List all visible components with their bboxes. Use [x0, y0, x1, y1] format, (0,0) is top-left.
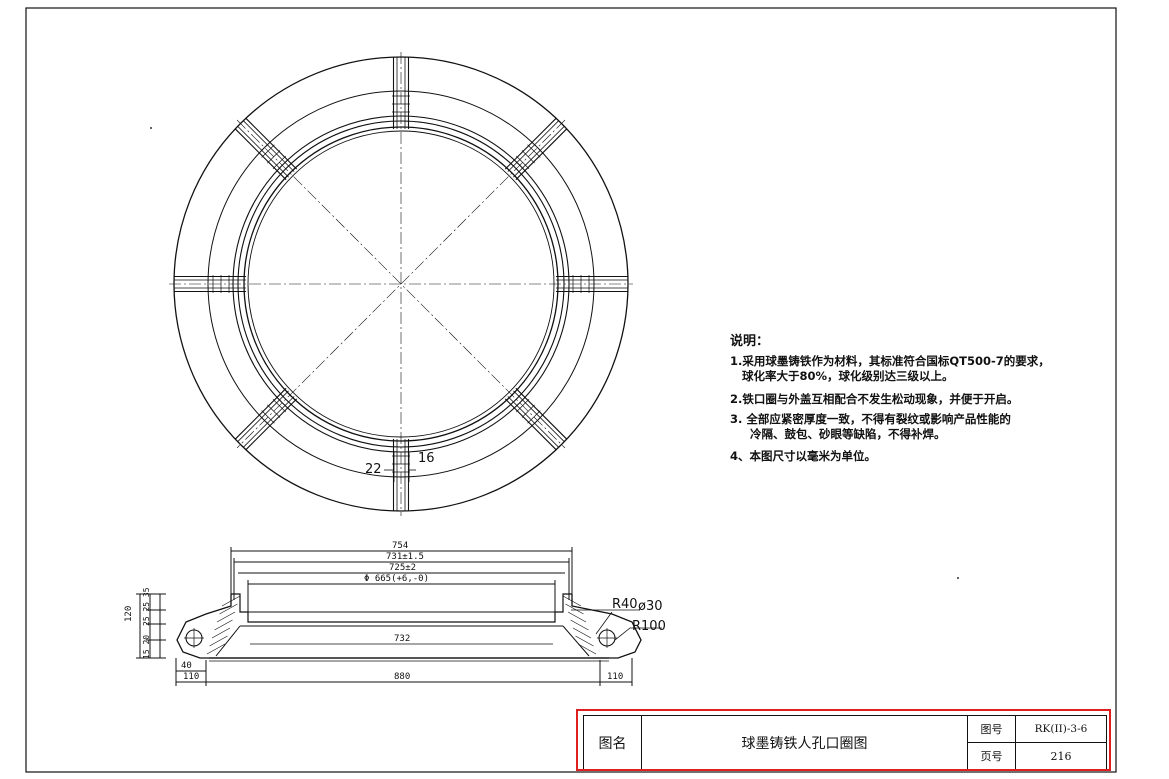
rib-line [513, 126, 565, 178]
rib-line [513, 390, 565, 442]
hatch-line [565, 603, 584, 615]
title-block-drawing-no-label: 图号 [968, 716, 1016, 743]
dim-754-label: 754 [392, 541, 409, 551]
hatch-line [570, 619, 589, 631]
plan-view [169, 52, 633, 516]
note-2: 2.铁口圈与外盖互相配合不发生松动现象，并便于开启。 [730, 392, 1018, 407]
section-view [136, 547, 662, 686]
centerline-group [169, 52, 633, 516]
dim-120-label: 120 [124, 605, 134, 622]
dim-r100-label: R100 [632, 619, 666, 634]
rib-tick [516, 155, 530, 169]
note-3: 3. 全部应紧密厚度一致，不得有裂纹或影响产品性能的 冷隔、鼓包、砂眼等缺陷，不… [730, 412, 1011, 442]
dim-stack-bottom-label: 15 20 [142, 634, 151, 659]
rib-line [515, 387, 568, 440]
dim-665-label: Φ 665(+6,-0) [364, 574, 430, 584]
title-block-page-label: 页号 [968, 743, 1016, 769]
hatch-line [577, 643, 597, 655]
note-1-line-2: 球化率大于80%，球化级别达三级以上。 [742, 369, 954, 383]
hatch-line [562, 595, 582, 607]
rib-line [234, 387, 287, 440]
title-block-highlight [576, 709, 1111, 771]
dim-phi30-label: ø30 [638, 599, 663, 614]
hatch-line [214, 619, 233, 631]
rib-group [174, 57, 628, 511]
dim-732-label: 732 [394, 634, 411, 644]
leader-r100 [614, 627, 662, 641]
hatch-line [211, 627, 231, 639]
leader-phi30 [595, 611, 613, 635]
rib-line [245, 398, 298, 451]
sheet-border [25, 7, 1117, 773]
note-1: 1.采用球墨铸铁作为材料，其标准符合国标QT500-7的要求， 球化率大于80%… [730, 354, 1050, 384]
rib-tick [527, 410, 541, 424]
seat-profile [231, 593, 572, 623]
dim-731-label: 731±1.5 [386, 552, 424, 562]
speck [957, 577, 959, 579]
title-block-page: 216 [1050, 749, 1072, 763]
dim-880-label: 880 [394, 672, 411, 682]
hatch-line [221, 595, 241, 607]
dim-110-right-label: 110 [607, 672, 624, 682]
plan-dim-left: 22 [365, 462, 382, 477]
hatch-line [575, 635, 594, 647]
rib-tick [272, 155, 286, 169]
note-3-line-1: 3. 全部应紧密厚度一致，不得有裂纹或影响产品性能的 [730, 412, 1011, 426]
wall-line [215, 625, 241, 657]
speck [150, 127, 152, 129]
rib-line [234, 128, 287, 181]
dim-r40-label: R40 [612, 597, 638, 612]
dim-110-left-label: 110 [183, 672, 200, 682]
rib-line [237, 126, 289, 178]
plan-dim-right: 16 [418, 451, 435, 466]
rib-line [504, 117, 557, 170]
hatch-line [216, 611, 236, 623]
note-1-line-1: 1.采用球墨铸铁作为材料，其标准符合国标QT500-7的要求， [730, 354, 1050, 368]
rib-line [507, 120, 559, 172]
rib-line [507, 396, 559, 448]
title-block-name-label: 图名 [584, 716, 642, 769]
rib-tick [261, 410, 275, 424]
dim-stack-top-label: 25 25 35 [142, 587, 151, 626]
rib-line [243, 120, 295, 172]
hatch-line [572, 627, 592, 639]
rib-line [515, 128, 568, 181]
centerline [236, 119, 566, 449]
hatch-line [209, 635, 228, 647]
hatch-line [206, 643, 226, 655]
note-4: 4、本图尺寸以毫米为单位。 [730, 449, 876, 464]
note-2-line-1: 2.铁口圈与外盖互相配合不发生松动现象，并便于开启。 [730, 392, 1019, 406]
rib-line [504, 398, 557, 451]
rib-line [245, 117, 298, 170]
wall-line [562, 625, 590, 657]
title-block-name: 球墨铸铁人孔口圈图 [642, 716, 968, 769]
hatch-line [219, 603, 238, 615]
note-3-line-2: 冷隔、鼓包、砂眼等缺陷，不得补焊。 [750, 427, 946, 441]
rib-line [243, 396, 295, 448]
title-block-drawing-no: RK(II)-3-6 [1016, 716, 1106, 743]
hatch-left [206, 595, 241, 655]
hatch-line [567, 611, 587, 623]
note-4-line-1: 4、本图尺寸以毫米为单位。 [730, 449, 877, 463]
rib-line [237, 390, 289, 442]
dim-725-label: 725±2 [389, 563, 417, 573]
dim-40-label: 40 [181, 661, 192, 671]
notes-title: 说明： [730, 334, 770, 349]
hatch-right [562, 595, 597, 655]
